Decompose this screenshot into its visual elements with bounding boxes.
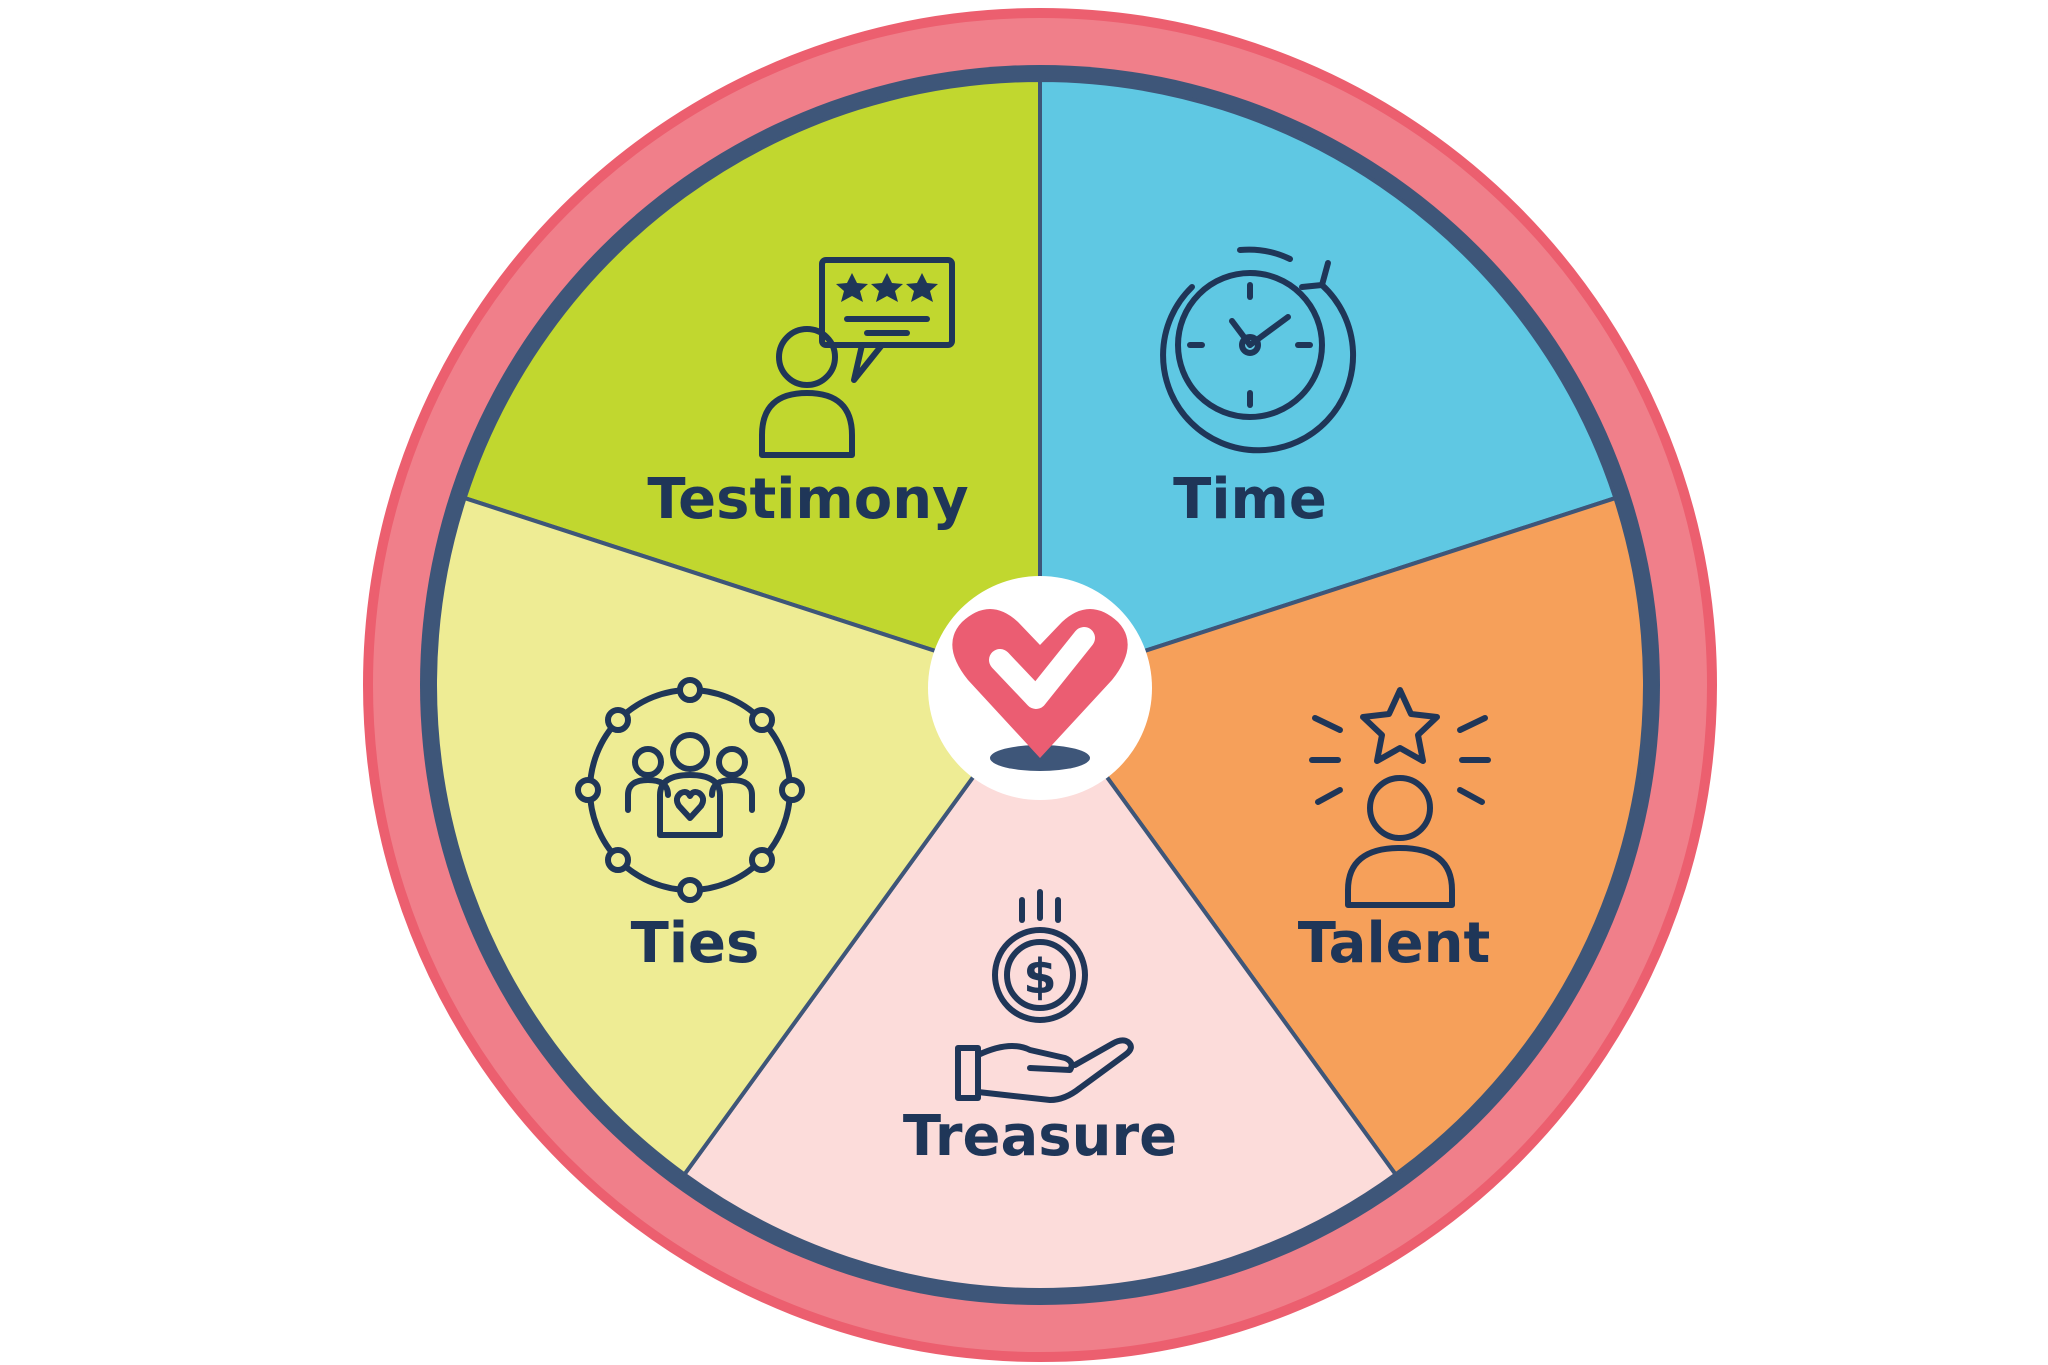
segment-label-talent: Talent xyxy=(1298,911,1491,976)
segment-treasure xyxy=(681,681,1399,1293)
segment-talent xyxy=(1036,495,1647,1178)
segment-time xyxy=(1038,77,1618,688)
segments-group xyxy=(433,77,1647,1293)
segment-label-testimony: Testimony xyxy=(647,467,968,532)
segment-label-time: Time xyxy=(1173,467,1327,532)
heart-pin-icon xyxy=(928,576,1152,800)
segment-ties xyxy=(433,495,1044,1178)
segment-label-treasure: Treasure xyxy=(903,1104,1177,1169)
star-person-icon xyxy=(1309,687,1491,908)
clock-cycle-icon xyxy=(1160,246,1357,454)
segment-testimony xyxy=(462,77,1042,688)
community-circle-icon xyxy=(575,677,805,903)
testimony-review-icon xyxy=(759,257,955,458)
segment-label-ties: Ties xyxy=(631,911,760,976)
coin-hand-icon: $ xyxy=(955,889,1134,1103)
svg-text:$: $ xyxy=(1023,949,1056,1005)
